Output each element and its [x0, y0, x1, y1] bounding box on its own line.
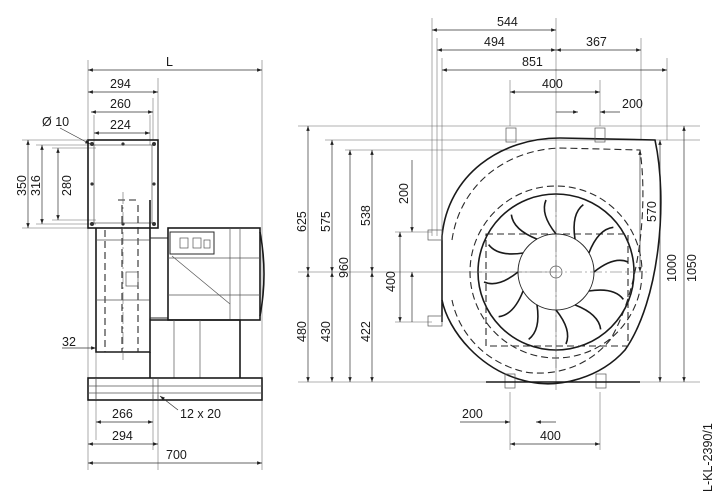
motor	[149, 227, 265, 321]
mounting-brackets	[427, 127, 640, 389]
fan-housing-side	[95, 192, 151, 360]
hole-diameter-label: Ø 10	[42, 115, 69, 129]
dim-side-294-top: 294	[110, 77, 131, 91]
front-view: 544 494 367 851 400 200 625 575 960 538 …	[295, 15, 715, 492]
dim-front-625: 625	[295, 211, 309, 232]
impeller-blades	[483, 199, 629, 345]
dim-side-224: 224	[110, 118, 131, 132]
side-bottom-dimensions	[62, 346, 262, 465]
side-left-dimensions	[26, 140, 60, 228]
dim-front-200-top: 200	[622, 97, 643, 111]
dim-side-260: 260	[110, 97, 131, 111]
dim-front-538: 538	[359, 205, 373, 226]
dim-front-544: 544	[497, 15, 518, 29]
dim-front-851: 851	[522, 55, 543, 69]
dim-L: L	[166, 55, 173, 69]
dim-front-480: 480	[295, 321, 309, 342]
dim-front-200-left: 200	[397, 183, 411, 204]
dim-front-400-bottom: 400	[540, 429, 561, 443]
front-bottom-dimensions	[460, 420, 600, 446]
mounting-holes-label: 12 x 20	[180, 407, 221, 421]
front-top-dimensions	[432, 28, 667, 114]
dim-front-400-top: 400	[542, 77, 563, 91]
dim-side-294-bottom: 294	[112, 429, 133, 443]
side-top-dimensions	[59, 68, 262, 145]
dim-front-367: 367	[586, 35, 607, 49]
drawing-code: L-KL-2390/1	[701, 423, 715, 492]
dim-side-350: 350	[15, 175, 29, 196]
dim-side-700: 700	[166, 448, 187, 462]
dim-front-575: 575	[319, 211, 333, 232]
dim-front-430: 430	[319, 321, 333, 342]
dim-front-494: 494	[484, 35, 505, 49]
side-view: L 294 260 224 Ø 10 350 316 280	[15, 55, 265, 470]
dim-side-266: 266	[112, 407, 133, 421]
dim-front-200-bottom: 200	[462, 407, 483, 421]
dim-side-280: 280	[60, 175, 74, 196]
dim-front-1000: 1000	[665, 254, 679, 282]
support-frame	[87, 319, 263, 401]
dim-front-1050: 1050	[685, 254, 699, 282]
dim-side-32: 32	[62, 335, 76, 349]
front-left-dimensions	[306, 126, 414, 382]
dim-front-422: 422	[359, 321, 373, 342]
fan-housing-front	[441, 137, 662, 385]
front-right-dimensions	[638, 126, 686, 382]
dim-front-570: 570	[645, 201, 659, 222]
dim-front-400-left: 400	[384, 271, 398, 292]
dim-side-316: 316	[29, 175, 43, 196]
dim-front-960: 960	[337, 257, 351, 278]
